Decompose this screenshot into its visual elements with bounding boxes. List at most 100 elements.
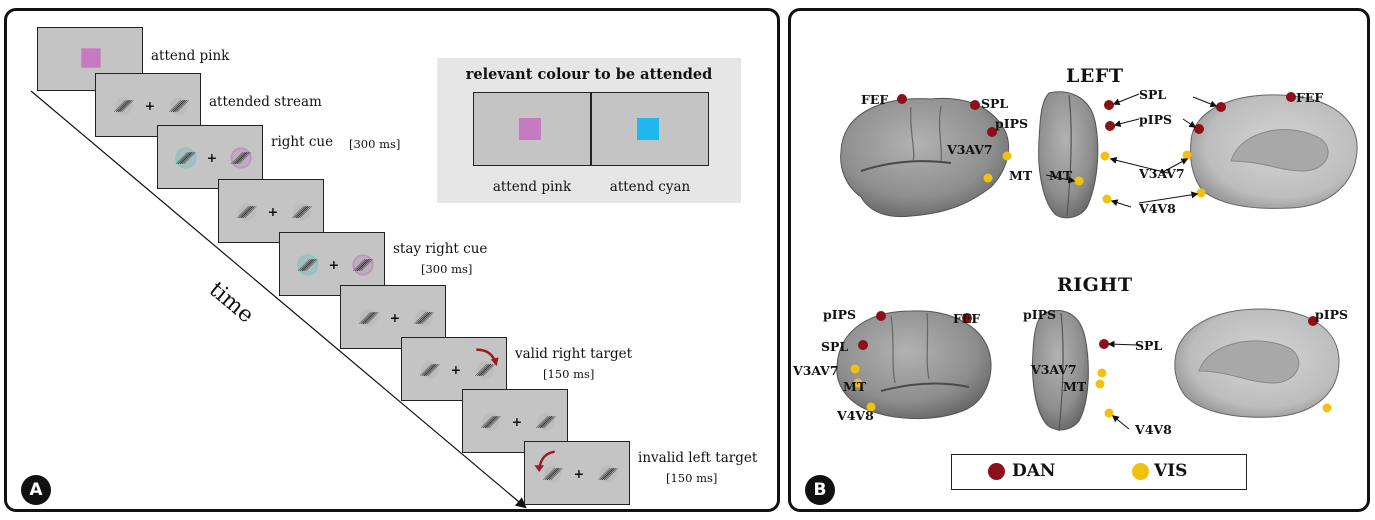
panel-a: time attend pink+attended stream+right c… bbox=[4, 8, 780, 512]
frame-label: right cue bbox=[271, 134, 334, 150]
roi-dot-vis bbox=[983, 173, 993, 183]
roi-label: pIPS bbox=[1023, 307, 1057, 322]
svg-text:+: + bbox=[390, 310, 401, 325]
roi-dot-dan bbox=[970, 100, 980, 110]
roi-label: MT bbox=[1009, 168, 1033, 183]
roi-dot-vis bbox=[1322, 403, 1332, 413]
right-posterior-brain bbox=[1032, 310, 1089, 432]
dan-legend-label: DAN bbox=[1012, 461, 1056, 481]
roi-dot-dan bbox=[1194, 124, 1204, 134]
frame-label: valid right target bbox=[515, 346, 633, 362]
roi-label: V4V8 bbox=[837, 408, 874, 423]
svg-text:+: + bbox=[574, 466, 585, 481]
roi-dot-dan bbox=[1216, 102, 1226, 112]
roi-dots bbox=[850, 92, 1332, 418]
relevant-colour-title: relevant colour to be attended bbox=[465, 66, 713, 83]
attend-pink-caption: attend pink bbox=[492, 179, 572, 195]
attend-pink-frame bbox=[473, 92, 591, 166]
time-axis bbox=[30, 90, 527, 509]
frame-duration: [300 ms] bbox=[349, 137, 401, 151]
roi-label: MT bbox=[843, 379, 867, 394]
roi-dot-dan bbox=[897, 94, 907, 104]
roi-label: V3AV7 bbox=[947, 142, 993, 157]
attend-cyan-frame bbox=[591, 92, 709, 166]
roi-label: V4V8 bbox=[1135, 422, 1172, 437]
roi-label: FEF bbox=[1296, 90, 1324, 105]
roi-label: FEF bbox=[953, 311, 981, 326]
attend-cyan-caption: attend cyan bbox=[609, 179, 691, 195]
svg-text:+: + bbox=[268, 204, 279, 219]
svg-text:+: + bbox=[207, 150, 218, 165]
roi-label: pIPS bbox=[995, 116, 1029, 131]
roi-dot-dan bbox=[1308, 316, 1318, 326]
panel-a-badge: A bbox=[21, 475, 51, 505]
left-lateral-brain bbox=[840, 97, 1010, 218]
left-posterior-brain bbox=[1038, 91, 1099, 219]
roi-pointers bbox=[1045, 93, 1218, 430]
roi-label: FEF bbox=[861, 92, 889, 107]
vis-legend-dot bbox=[1132, 463, 1149, 480]
roi-dot-vis bbox=[853, 378, 863, 388]
roi-dot-dan bbox=[962, 313, 972, 323]
roi-dot-dan bbox=[1286, 92, 1296, 102]
roi-label: pIPS bbox=[1139, 112, 1173, 127]
right-medial-brain bbox=[1174, 308, 1340, 418]
panel-b-badge: B bbox=[805, 475, 835, 505]
roi-label: V4V8 bbox=[1139, 201, 1176, 216]
roi-label: SPL bbox=[1139, 87, 1167, 102]
network-legend: DAN VIS bbox=[951, 454, 1247, 490]
trial-frame: + bbox=[279, 232, 385, 296]
roi-dot-dan bbox=[1105, 121, 1115, 131]
roi-label: SPL bbox=[821, 339, 849, 354]
svg-text:+: + bbox=[512, 414, 523, 429]
roi-label: V3AV7 bbox=[1139, 166, 1185, 181]
frame-label: stay right cue bbox=[393, 241, 488, 257]
roi-dot-vis bbox=[1182, 150, 1192, 160]
roi-dot-dan bbox=[1099, 339, 1109, 349]
trial-frame: + bbox=[524, 441, 630, 505]
roi-dot-dan bbox=[858, 340, 868, 350]
dan-legend-dot bbox=[988, 463, 1005, 480]
frame-duration: [150 ms] bbox=[666, 471, 718, 485]
frame-label: attended stream bbox=[209, 94, 322, 110]
roi-dot-vis bbox=[850, 364, 860, 374]
relevant-colour-box: relevant colour to be attended attend pi… bbox=[437, 58, 741, 203]
roi-label: V3AV7 bbox=[793, 363, 839, 378]
roi-dot-vis bbox=[1104, 408, 1114, 418]
svg-text:+: + bbox=[329, 257, 340, 272]
roi-dot-dan bbox=[987, 127, 997, 137]
roi-label: SPL bbox=[1135, 338, 1163, 353]
trial-frame: + bbox=[157, 125, 263, 189]
roi-label: SPL bbox=[981, 96, 1009, 111]
svg-text:+: + bbox=[451, 362, 462, 377]
frame-duration: [150 ms] bbox=[543, 367, 595, 381]
roi-dot-vis bbox=[1102, 194, 1112, 204]
roi-label: MT bbox=[1049, 168, 1073, 183]
roi-dot-vis bbox=[1196, 188, 1206, 198]
frame-label: invalid left target bbox=[638, 450, 758, 466]
left-medial-brain bbox=[1190, 94, 1358, 209]
roi-dot-vis bbox=[1002, 151, 1012, 161]
right-lateral-brain bbox=[836, 310, 992, 420]
roi-label: MT bbox=[1063, 379, 1087, 394]
roi-label: pIPS bbox=[1315, 307, 1349, 322]
pink-square bbox=[519, 118, 541, 140]
roi-dot-vis bbox=[1074, 176, 1084, 186]
roi-dot-dan bbox=[876, 311, 886, 321]
roi-dot-dan bbox=[1104, 100, 1114, 110]
brain-surfaces bbox=[836, 91, 1358, 432]
frame-duration: [300 ms] bbox=[421, 262, 473, 276]
frame-label: attend pink bbox=[151, 48, 230, 64]
vis-legend-label: VIS bbox=[1154, 461, 1188, 481]
cyan-square bbox=[637, 118, 659, 140]
roi-label: V3AV7 bbox=[1031, 362, 1077, 377]
roi-label: pIPS bbox=[823, 307, 857, 322]
roi-dot-vis bbox=[866, 402, 876, 412]
roi-dot-vis bbox=[1095, 379, 1105, 389]
svg-text:+: + bbox=[145, 98, 156, 113]
trial-frame: + bbox=[340, 285, 446, 349]
roi-dot-vis bbox=[1097, 368, 1107, 378]
roi-dot-vis bbox=[1100, 151, 1110, 161]
panel-b: LEFT RIGHT bbox=[788, 8, 1370, 512]
right-hemisphere-title: RIGHT bbox=[1057, 274, 1133, 296]
